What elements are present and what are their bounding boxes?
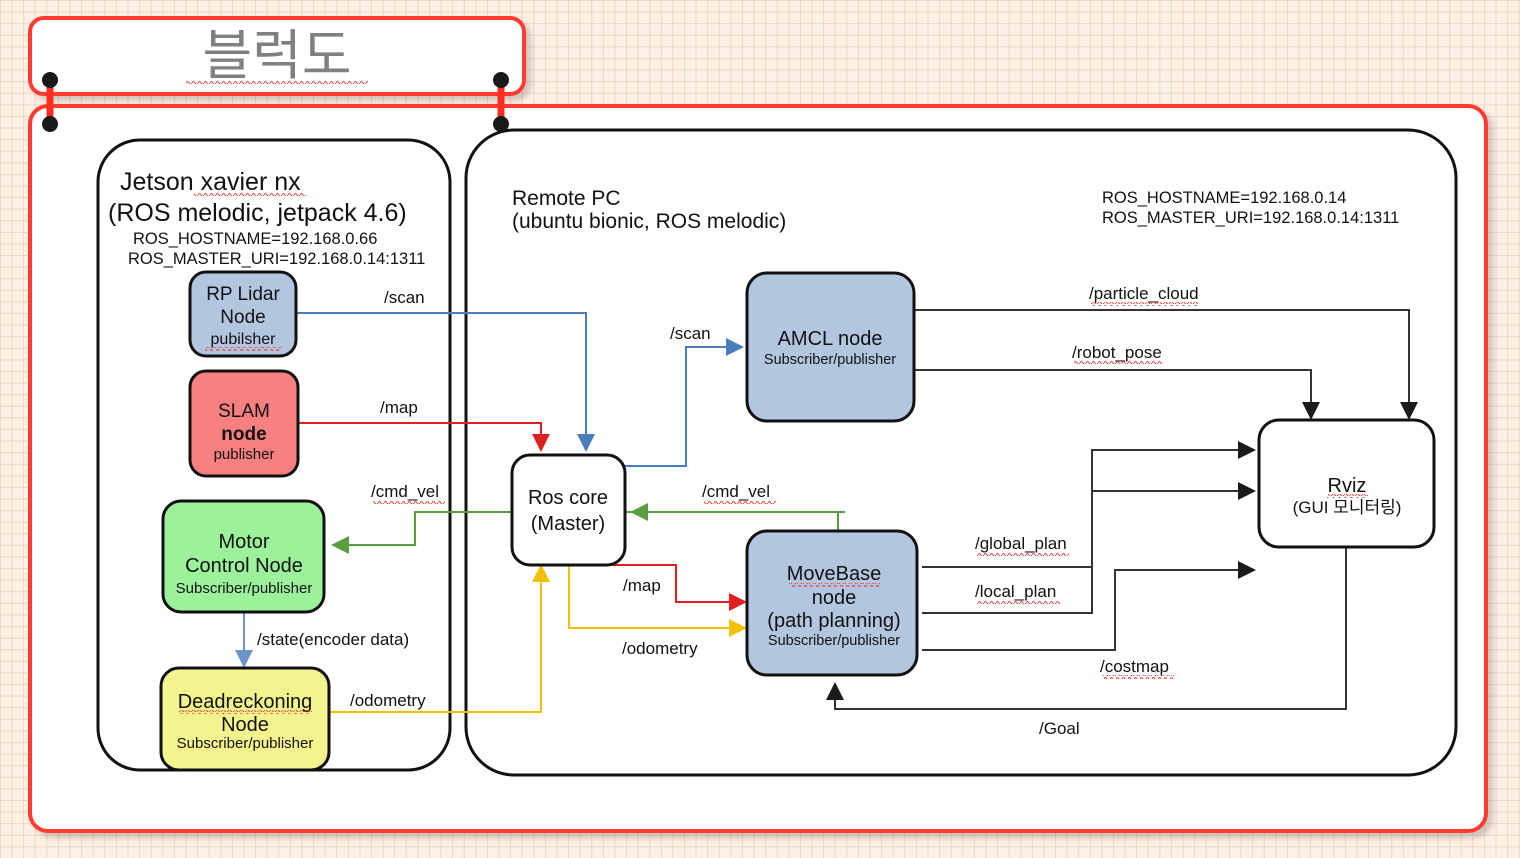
label-scan-lidar: /scan	[384, 288, 425, 307]
label-odometry-dr: /odometry	[350, 691, 426, 710]
connector-handle-right[interactable]	[493, 72, 509, 132]
label-odometry-movebase: /odometry	[622, 639, 698, 658]
node-motor-control[interactable]: Motor Control Node Subscriber/publisher	[161, 499, 326, 614]
rviz-spellcheck-underline	[1327, 494, 1368, 498]
panel-jetson-title-1: Jetson xavier nx	[120, 168, 301, 196]
node-motor-line1: Motor	[218, 531, 269, 553]
node-amcl-line1: AMCL node	[778, 328, 883, 350]
cmdvel-movebase-spellcheck-underline	[704, 500, 776, 504]
page-title: 블럭도	[202, 26, 351, 86]
label-local-plan: /local_plan	[975, 582, 1056, 601]
edge-scan-lidar-core	[296, 312, 595, 452]
node-motor-line3: Subscriber/publisher	[176, 580, 313, 597]
panel-remotepc-title-1: Remote PC	[512, 187, 621, 210]
node-rp-lidar-line2: Node	[220, 307, 265, 328]
deadreckoning-spellcheck-underline	[178, 710, 312, 714]
local-plan-spellcheck-underline	[977, 600, 1060, 604]
edge-costmap	[922, 561, 1256, 651]
cmdvel-motor-spellcheck-underline	[373, 500, 445, 504]
node-slam-line1: SLAM	[218, 401, 270, 422]
panel-remotepc-env-2: ROS_MASTER_URI=192.168.0.14:1311	[1102, 209, 1399, 227]
edge-odometry-core-movebase	[568, 565, 747, 637]
panel-jetson-title-2: (ROS melodic, jetpack 4.6)	[108, 199, 407, 227]
node-rp-lidar-line3: pubilsher	[211, 331, 277, 348]
edge-particle-cloud	[914, 309, 1418, 420]
node-ros-core[interactable]: Ros core (Master)	[510, 453, 627, 567]
rp-lidar-spellcheck-underline	[205, 347, 282, 351]
edge-map-core-movebase	[598, 564, 747, 611]
node-slam-line2: node	[221, 424, 266, 445]
panel-jetson-env-2: ROS_MASTER_URI=192.168.0.14:1311	[128, 250, 425, 268]
node-rviz[interactable]: Rviz (GUI 모니터링)	[1257, 418, 1436, 549]
global-plan-spellcheck-underline	[977, 552, 1069, 556]
particle-cloud-spellcheck-underline	[1091, 302, 1198, 306]
edge-cmdvel-movebase-core	[630, 503, 839, 530]
label-global-plan: /global_plan	[975, 534, 1067, 553]
label-scan-amcl: /scan	[670, 324, 711, 343]
node-amcl-line2: Subscriber/publisher	[764, 352, 896, 368]
movebase-spellcheck-underline	[789, 583, 881, 587]
edge-odometry-dr-core	[329, 564, 550, 713]
node-roscore-line2: (Master)	[531, 513, 605, 535]
node-amcl[interactable]: AMCL node Subscriber/publisher	[745, 271, 916, 423]
jetson-spellcheck-underline-1	[194, 192, 306, 196]
label-particle-cloud: /particle_cloud	[1089, 284, 1199, 303]
label-cmdvel-motor: /cmd_vel	[371, 482, 439, 501]
node-rviz-line1: Rviz	[1328, 475, 1367, 497]
edge-local-plan	[922, 482, 1256, 614]
main-frame	[28, 104, 1488, 833]
node-dr-line1: Deadreckoning	[178, 691, 313, 713]
node-slam[interactable]: SLAM node publisher	[188, 369, 300, 478]
label-goal: /Goal	[1039, 719, 1080, 738]
node-movebase[interactable]: MoveBase node (path planning) Subscriber…	[745, 529, 919, 677]
node-movebase-line4: Subscriber/publisher	[768, 633, 900, 649]
connector-handle-left[interactable]	[42, 72, 58, 132]
panel-remotepc-title-2: (ubuntu bionic, ROS melodic)	[512, 210, 786, 233]
node-rviz-line2: (GUI 모니터링)	[1293, 498, 1402, 517]
node-dr-line2: Node	[221, 714, 269, 736]
node-slam-line3: publisher	[214, 446, 275, 463]
node-motor-line2: Control Node	[185, 555, 303, 577]
node-dr-line3: Subscriber/publisher	[177, 735, 314, 752]
panel-remotepc-env-1: ROS_HOSTNAME=192.168.0.14	[1102, 189, 1346, 207]
node-movebase-line2: node	[812, 587, 857, 609]
title-banner-frame	[28, 16, 526, 96]
title-spellcheck-underline	[186, 80, 368, 84]
robot-pose-spellcheck-underline	[1074, 361, 1163, 365]
node-rp-lidar-line1: RP Lidar	[206, 284, 280, 305]
node-roscore-line1: Ros core	[528, 487, 608, 509]
label-costmap: /costmap	[1100, 657, 1169, 676]
node-rp-lidar[interactable]: RP Lidar Node pubilsher	[188, 270, 298, 358]
panel-jetson-env-1: ROS_HOSTNAME=192.168.0.66	[133, 230, 377, 248]
edge-map-slam-core	[298, 422, 550, 452]
label-map-movebase: /map	[623, 576, 661, 595]
node-movebase-line3: (path planning)	[767, 610, 900, 632]
panel-remote-pc	[464, 128, 1458, 777]
label-map-slam: /map	[380, 398, 418, 417]
costmap-spellcheck-underline	[1102, 675, 1174, 679]
edge-robot-pose	[914, 369, 1320, 420]
label-robot-pose: /robot_pose	[1072, 343, 1162, 362]
node-deadreckoning[interactable]: Deadreckoning Node Subscriber/publisher	[159, 666, 331, 772]
label-cmdvel-movebase: /cmd_vel	[702, 482, 770, 501]
label-state-encoder: /state(encoder data)	[257, 630, 409, 649]
node-movebase-line1: MoveBase	[787, 563, 882, 585]
edge-goal	[826, 547, 1347, 710]
